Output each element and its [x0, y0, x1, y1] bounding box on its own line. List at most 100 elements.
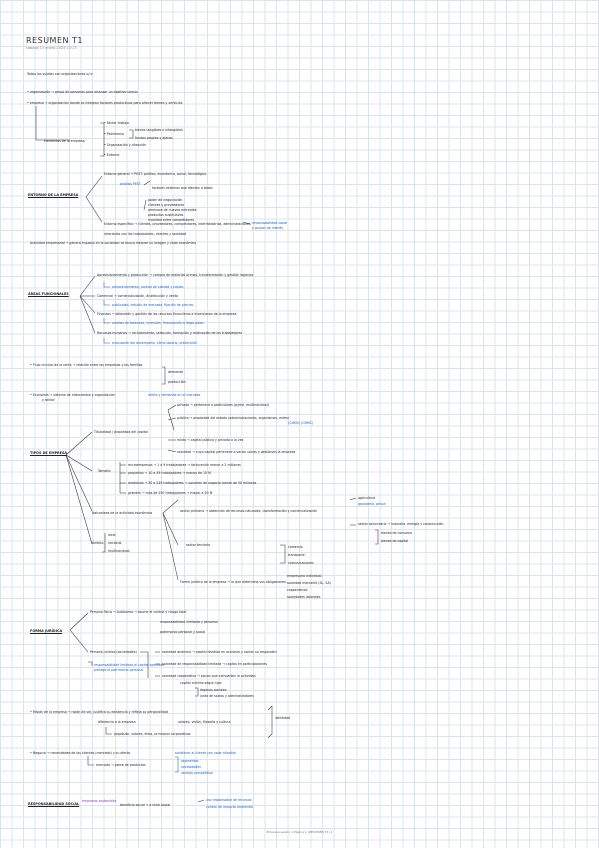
- element-item: • Patrimonio: [104, 132, 124, 136]
- tipo-actividad-subitem: transporte: [288, 553, 305, 557]
- resp-note: control de impacto ambiental: [206, 805, 254, 809]
- tipo-titularidad: Titularidad / propiedad del capital: [94, 430, 148, 434]
- empresa-definition: • empresa → organización donde se integr…: [27, 101, 183, 105]
- tipo-ambito-item: multinacional: [108, 549, 130, 553]
- section-heading-forma: FORMA JURÍDICA: [30, 629, 63, 633]
- tipo-actividad-subitem: ganadería, pesca: [358, 502, 386, 506]
- tipo-tamano-item: medianas → 50 a 249 trabajadores → volum…: [128, 481, 257, 485]
- tipo-actividad-subitem: bienes de consumo: [381, 531, 412, 535]
- section-heading-responsabilidad: RESPONSABILIDAD SOCIAL: [28, 802, 80, 806]
- tipo-ambito-item: nacional: [108, 541, 122, 545]
- forma-subitem: sociedad de responsabilidad limitada → c…: [162, 662, 268, 666]
- economia-note: oferta y demanda en el mercado: [148, 393, 201, 397]
- forma-subitem: sociedad anónima → capital dividido en a…: [162, 650, 277, 654]
- tipo-ambito: Ámbito: [92, 541, 104, 545]
- entorno-general-note: análisis PEST: [120, 182, 141, 186]
- economia-line: • Economía → sistema de intercambio y or…: [30, 393, 115, 397]
- negocio-subitem: ventaja competitiva: [181, 771, 213, 775]
- forma-subitem: sociedad cooperativa → socios que compar…: [162, 674, 256, 678]
- tipo-forma-item: cooperativas: [287, 588, 308, 592]
- flujo-item: demanda: [168, 370, 184, 374]
- forma-subitem: junta de socios y administradores: [200, 694, 254, 698]
- section-heading-tipos: TIPOS DE EMPRESA: [30, 451, 68, 455]
- tipo-titularidad-item: pública → propiedad del estado (administ…: [177, 416, 290, 420]
- entorno-general-small: factores externos que afectan a todas: [152, 186, 213, 190]
- tipo-titularidad-item: privada → pertenece a particulares (pyme…: [177, 403, 269, 407]
- resp-item: beneficio social → a nivel social: [120, 803, 171, 807]
- tipo-actividad-subitem: comunicaciones: [288, 561, 314, 565]
- entorno-esp-small: poder de negociación: [148, 198, 183, 202]
- resp-item: empresas sostenibles: [82, 799, 117, 803]
- forma-note: responsabilidad limitada al capital apor…: [94, 663, 165, 667]
- org-definition: • organización → grupo de personas para …: [27, 90, 139, 94]
- tipo-titularidad-item: sociedad → cuyo capital pertenece a vari…: [177, 450, 296, 454]
- tipo-forma: Forma jurídica de la empresa → lo que de…: [180, 580, 286, 584]
- area-item: Finanzas → obtención y gestión de los re…: [97, 312, 237, 316]
- forma-subitem: patrimonio personal y social: [160, 630, 206, 634]
- tipo-ambito-item: local: [108, 533, 116, 537]
- entorno-esp-small: clientes y proveedores: [148, 203, 185, 207]
- entorno-social-blue: responsabilidad social: [252, 221, 288, 225]
- negocio-note: satisfacer al cliente con valor añadido: [175, 751, 236, 755]
- mision-item: valores, visión, filosofía y cultura: [178, 720, 231, 724]
- mision-note: propósito, valores, ética, principios co…: [114, 732, 191, 736]
- negocio-item: mercado → gama de productos: [96, 763, 146, 767]
- area-item: Recursos humanos → reclutamiento, selecc…: [97, 331, 243, 335]
- forma-subitem: capital mínimo según tipo: [180, 681, 222, 685]
- entorno-general: Entorno general → PEST: político, económ…: [104, 172, 207, 176]
- element-item: • Factor trabajo: [104, 121, 129, 125]
- tipo-titularidad-item: mixta → capital público y privado a la v…: [177, 438, 244, 442]
- area-item-note: publicidad, estudio de mercado, fijación…: [112, 303, 194, 307]
- area-item-note: evaluación del desempeño, clima laboral,…: [112, 341, 198, 345]
- tipo-actividad-subitem: comercio: [288, 545, 303, 549]
- forma-item: Persona jurídica (sociedades): [90, 650, 137, 654]
- area-item-note: análisis de balances, inversión, financi…: [112, 321, 204, 325]
- entorno-especifico: Entorno específico → clientes, proveedor…: [104, 222, 251, 226]
- tipo-forma-item: sociedades laborales: [287, 595, 321, 599]
- negocio-line: • Negocio → necesidades de los clientes …: [30, 751, 130, 755]
- element-subitem: fondos propios y ajenos: [135, 136, 173, 140]
- element-item: • Organización y dirección: [104, 143, 147, 147]
- entorno-esp-small: amenaza de nuevos entrantes: [148, 208, 197, 212]
- area-item: Aprovisionamiento y producción → compra …: [97, 273, 254, 277]
- section-heading-entorno: ENTORNO DE LA EMPRESA: [28, 193, 79, 197]
- page-title: RESUMEN T1: [26, 36, 84, 45]
- forma-subitem: órganos sociales: [200, 688, 227, 692]
- entorno-esp-small: productos sustitutivos: [148, 213, 184, 217]
- elements-label: Elementos de la empresa: [44, 139, 85, 143]
- tipo-actividad-subitem: sector secundario → industria, energía y…: [358, 522, 444, 526]
- entorno-social-blue: y grupos de interés: [252, 226, 283, 230]
- tipo-forma-item: sociedad mercantil (SL, SA): [287, 581, 331, 585]
- tipo-tamano: Tamaño: [98, 469, 111, 473]
- page-timestamp: sábado 13 enero 2024 13:13: [26, 46, 77, 50]
- tipo-forma-item: empresario individual: [287, 574, 322, 578]
- tipo-tamano-item: grandes → más de 250 trabajadores → mayo…: [128, 491, 213, 495]
- forma-subitem: responsabilidad ilimitada y personal: [160, 620, 218, 624]
- section-heading-areas: ÁREAS FUNCIONALES: [28, 292, 69, 296]
- mision-line: • Misión de la empresa → razón de ser, j…: [30, 710, 168, 714]
- forma-note: protege el patrimonio personal: [94, 668, 144, 672]
- resp-note: uso responsable de recursos: [206, 798, 252, 802]
- page-footer: Empresa sesión 1 Página 1 (RESUMEN T1) 1: [266, 830, 333, 834]
- intro-line: Todos los sujetos son organizaciones o/ …: [27, 72, 93, 76]
- tipo-tamano-item: pequeñas → 10 a 49 trabajadores → menos …: [128, 471, 211, 475]
- tipo-actividad: Naturaleza de la actividad económica: [92, 511, 153, 515]
- tipo-actividad-item: sector terciario: [186, 543, 211, 547]
- tipo-tamano-item: microempresas → 1 a 9 trabajadores → fac…: [128, 463, 241, 467]
- negocio-subitem: necesidades: [181, 765, 201, 769]
- mision-identidad: identidad: [275, 716, 291, 720]
- tipo-actividad-item: sector primario → obtención de recursos …: [180, 509, 318, 513]
- entorno-social-relations: relaciones con los trabajadores, cliente…: [104, 232, 187, 236]
- tipo-titularidad-note: (CNMV) (CNMC): [288, 421, 314, 425]
- area-item-note: almacenamiento, control de calidad y cos…: [112, 285, 184, 289]
- tipo-actividad-subitem: agricultura: [358, 496, 376, 500]
- mision-item: diferencia a la empresa: [98, 720, 136, 724]
- actividad-empresarial: Actividad empresarial → genera impacto e…: [30, 241, 197, 245]
- economia-line-2: y sector: [42, 398, 55, 402]
- area-item: Comercial → comercialización, distribuci…: [97, 294, 178, 298]
- flujo-item: producción: [168, 380, 186, 384]
- negocio-subitem: segmentos: [181, 759, 199, 763]
- entorno-esp-small: rivalidad entre competidores: [148, 218, 195, 222]
